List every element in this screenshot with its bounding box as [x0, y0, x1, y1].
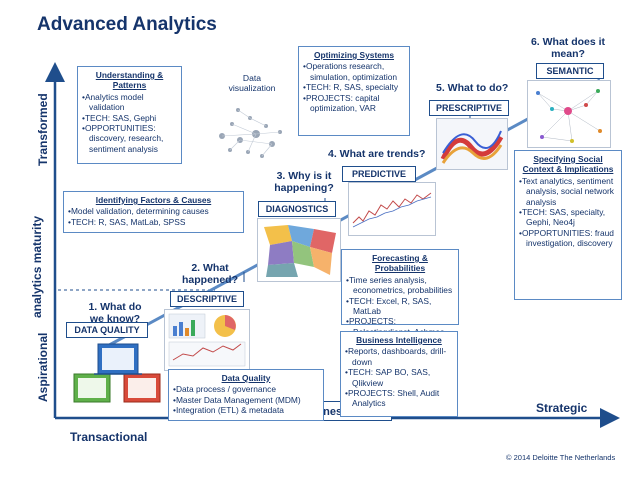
list-item: TECH: SAS, Gephi [82, 113, 177, 123]
list-item: Operations research, simulation, optimiz… [303, 61, 405, 82]
box-title: Optimizing Systems [313, 50, 395, 60]
x-axis-left-label: Transactional [70, 430, 148, 444]
stage-data-quality: DATA QUALITY [66, 322, 148, 338]
diagnostics-map-graphic [257, 218, 341, 282]
list-item: OPPORTUNITIES: discovery, research, sent… [82, 123, 177, 154]
list-item: Analytics model validation [82, 92, 177, 113]
stage-diagnostics: DIAGNOSTICS [258, 201, 336, 217]
stage-descriptive: DESCRIPTIVE [170, 291, 244, 307]
data-visualization-graphic [219, 108, 282, 158]
box-title: Specifying Social Context & Implications [522, 154, 614, 175]
box-title: Identifying Factors & Causes [95, 195, 212, 205]
list-item: Time series analysis, econometrics, prob… [346, 275, 454, 296]
question-6: 6. What does it mean? [530, 36, 606, 60]
list-item: Data process / governance [173, 384, 319, 394]
list-item: TECH: SAS, specialty, Gephi, Neo4j [519, 207, 617, 228]
box-title: Forecasting & Probabilities [372, 253, 428, 274]
stage-predictive: PREDICTIVE [342, 166, 416, 182]
box-title: Understanding & Patterns [95, 70, 164, 91]
list-item: Text analytics, sentiment analysis, soci… [519, 176, 617, 207]
box-title: Business Intelligence [356, 335, 442, 345]
list-item: TECH: R, SAS, specialty [303, 82, 405, 92]
data-quality-box: Data Quality Data process / governance M… [168, 369, 324, 421]
list-item: TECH: SAP BO, SAS, Qlikview [345, 367, 453, 388]
understanding-list: Analytics model validation TECH: SAS, Ge… [82, 92, 177, 154]
list-item: Model validation, determining causes [68, 206, 239, 216]
optimizing-list: Operations research, simulation, optimiz… [303, 61, 405, 113]
page-title: Advanced Analytics [37, 14, 217, 35]
business-intelligence-list: Reports, dashboards, drill-down TECH: SA… [345, 346, 453, 408]
forecasting-list: Time series analysis, econometrics, prob… [346, 275, 454, 337]
social-list: Text analytics, sentiment analysis, soci… [519, 176, 617, 249]
semantic-network-graphic [527, 80, 611, 148]
list-item: OPPORTUNITIES: fraud investigation, disc… [519, 228, 617, 249]
predictive-timeseries-graphic [348, 182, 436, 236]
stage-semantic: SEMANTIC [536, 63, 604, 79]
stage-prescriptive: PRESCRIPTIVE [429, 100, 509, 116]
question-4: 4. What are trends? [328, 148, 426, 160]
list-item: TECH: R, SAS, MatLab, SPSS [68, 217, 239, 227]
forecasting-box: Forecasting & Probabilities Time series … [341, 249, 459, 337]
list-item: Reports, dashboards, drill-down [345, 346, 453, 367]
prescriptive-surface-graphic [436, 118, 508, 170]
identifying-list: Model validation, determining causes TEC… [68, 206, 239, 227]
data-quality-list: Data process / governance Master Data Ma… [173, 384, 319, 415]
data-quality-icon [73, 343, 161, 403]
list-item: PROJECTS: Shell, Audit Analytics [345, 388, 453, 409]
list-item: PROJECTS: capital optimization, VAR [303, 93, 405, 114]
question-3: 3. Why is it happening? [274, 170, 334, 194]
y-axis-bottom-label: Aspirational [36, 332, 50, 402]
x-axis-right-label: Strategic [536, 401, 588, 415]
optimizing-systems-box: Optimizing Systems Operations research, … [298, 46, 410, 136]
list-item: Integration (ETL) & metadata [173, 405, 319, 415]
social-context-box: Specifying Social Context & Implications… [514, 150, 622, 300]
question-5: 5. What to do? [436, 82, 509, 94]
business-intelligence-box: Business Intelligence Reports, dashboard… [340, 331, 458, 417]
understanding-patterns-box: Understanding & Patterns Analytics model… [77, 66, 182, 164]
question-2: 2. What happened? [181, 262, 238, 286]
y-axis-middle-label: analytics maturity [30, 215, 44, 318]
y-axis-top-label: Transformed [36, 93, 50, 166]
list-item: TECH: Excel, R, SAS, MatLab [346, 296, 454, 317]
data-visualization-label: Data visualization [228, 73, 276, 93]
copyright: © 2014 Deloitte The Netherlands [506, 453, 616, 462]
box-title: Data Quality [221, 373, 271, 383]
identifying-factors-box: Identifying Factors & Causes Model valid… [63, 191, 244, 233]
list-item: Master Data Management (MDM) [173, 395, 319, 405]
